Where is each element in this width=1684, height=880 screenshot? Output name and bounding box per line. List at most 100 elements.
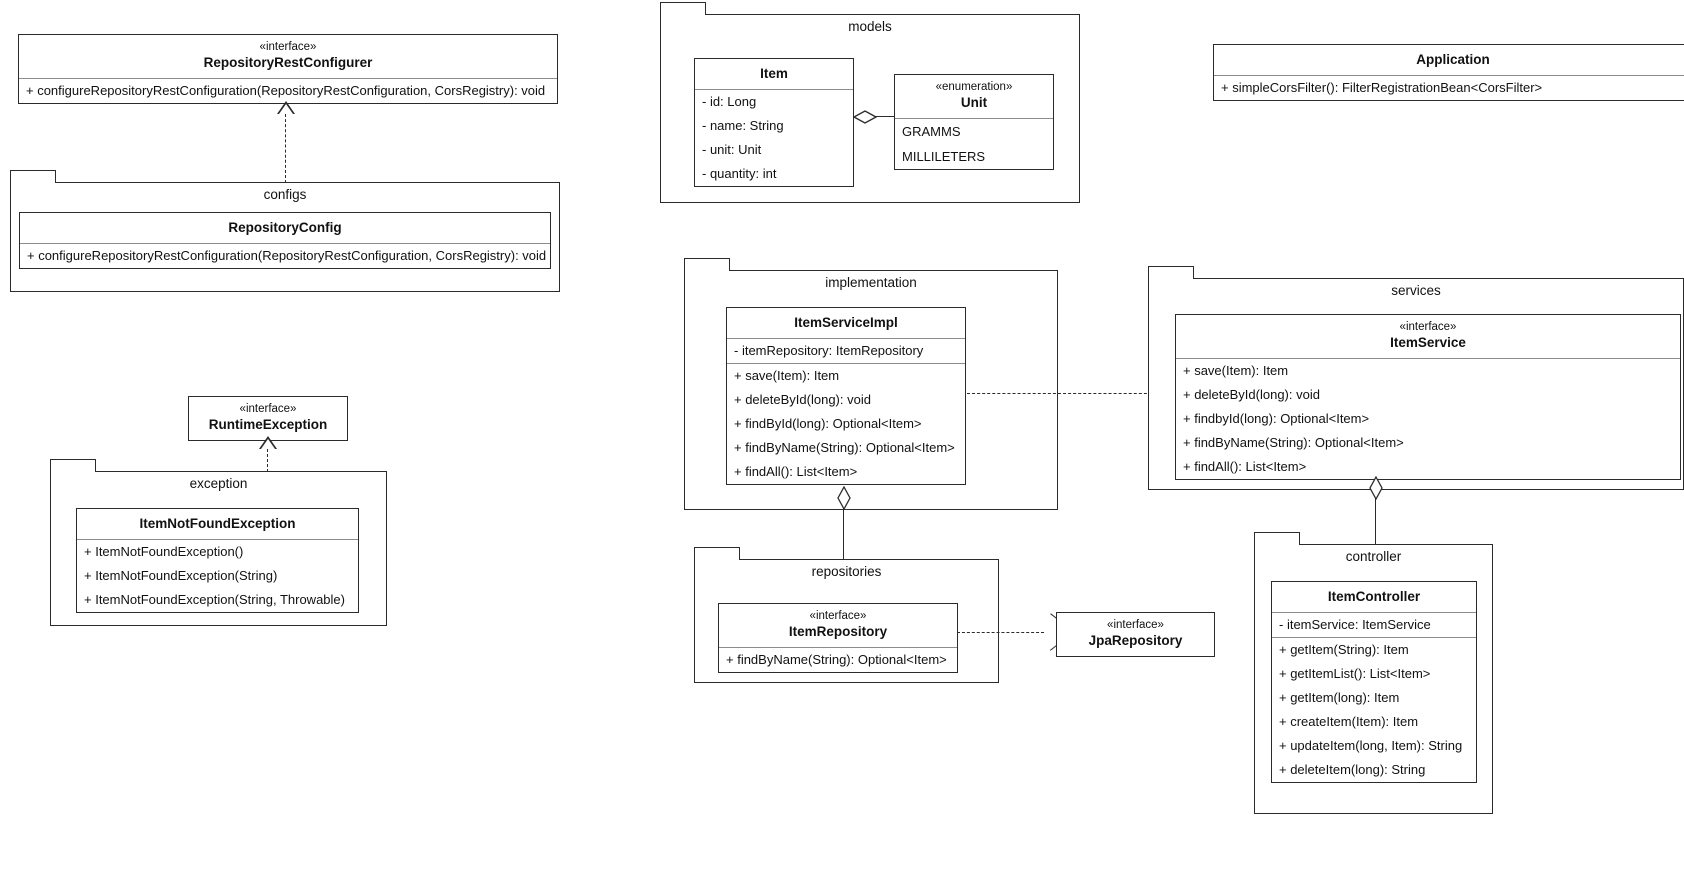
class-item[interactable]: Item - id: Long - name: String - unit: U… bbox=[694, 58, 854, 187]
attribute-row: - itemRepository: ItemRepository bbox=[734, 343, 924, 358]
class-item-controller[interactable]: ItemController - itemService: ItemServic… bbox=[1271, 581, 1477, 783]
class-header: Item bbox=[695, 59, 853, 90]
operation-row: + getItem(String): Item bbox=[1279, 642, 1409, 657]
operation-row: + findByName(String): Optional<Item> bbox=[726, 652, 947, 667]
aggregation-line-item-unit bbox=[871, 116, 895, 118]
class-header: «interface» RepositoryRestConfigurer bbox=[19, 35, 557, 79]
operation-row: + deleteItem(long): String bbox=[1279, 762, 1426, 777]
operation-row: + save(Item): Item bbox=[1183, 363, 1289, 378]
class-item-not-found-exception[interactable]: ItemNotFoundException + ItemNotFoundExce… bbox=[76, 508, 359, 613]
package-tab-icon bbox=[693, 547, 740, 560]
operation-row: + deleteById(long): void bbox=[1183, 387, 1320, 402]
class-item-service[interactable]: «interface» ItemService + save(Item): It… bbox=[1175, 314, 1681, 480]
operation-row: + simpleCorsFilter(): FilterRegistration… bbox=[1221, 80, 1543, 95]
class-item-repository[interactable]: «interface» ItemRepository + findByName(… bbox=[718, 603, 958, 673]
enum-literal-row: GRAMMS bbox=[902, 124, 961, 139]
class-header: «interface» ItemService bbox=[1176, 315, 1680, 359]
package-label: repositories bbox=[811, 564, 882, 579]
package-label: configs bbox=[263, 187, 307, 202]
operation-row: + findByName(String): Optional<Item> bbox=[1183, 435, 1404, 450]
operation-row: + updateItem(long, Item): String bbox=[1279, 738, 1463, 753]
operations-compartment: + getItem(String): Item + getItemList():… bbox=[1272, 637, 1476, 782]
class-name-label: ItemNotFoundException bbox=[139, 516, 296, 531]
class-name-label: ItemService bbox=[1390, 335, 1466, 350]
realization-line-itemrepository-jparepository bbox=[957, 632, 1044, 633]
operation-row: + deleteById(long): void bbox=[734, 392, 871, 407]
class-jpa-repository[interactable]: «interface» JpaRepository bbox=[1056, 612, 1215, 657]
package-label: services bbox=[1391, 283, 1441, 298]
enumeration-unit[interactable]: «enumeration» Unit GRAMMS MILLILETERS bbox=[894, 74, 1054, 170]
aggregation-line-itemserviceimpl-itemrepository bbox=[843, 508, 845, 602]
package-tab-icon bbox=[49, 459, 96, 472]
operation-row: + ItemNotFoundException(String) bbox=[84, 568, 278, 583]
package-controller[interactable]: controller ItemController - itemService:… bbox=[1253, 532, 1493, 814]
operation-row: + getItem(long): Item bbox=[1279, 690, 1400, 705]
class-header: ItemController bbox=[1272, 582, 1476, 613]
operation-row: + getItemList(): List<Item> bbox=[1279, 666, 1431, 681]
operations-compartment: + findByName(String): Optional<Item> bbox=[719, 648, 957, 672]
realization-line-itemserviceimpl-itemservice bbox=[967, 393, 1157, 394]
package-tab-icon bbox=[1147, 266, 1194, 279]
stereotype-label: «enumeration» bbox=[935, 81, 1013, 93]
class-repository-config[interactable]: RepositoryConfig + configureRepositoryRe… bbox=[19, 212, 551, 269]
package-services[interactable]: services «interface» ItemService + save(… bbox=[1147, 266, 1684, 490]
attributes-compartment: - id: Long - name: String - unit: Unit -… bbox=[695, 90, 853, 186]
realization-line-repositoryconfig bbox=[285, 114, 286, 234]
operations-compartment: + simpleCorsFilter(): FilterRegistration… bbox=[1214, 76, 1684, 100]
operation-row: + ItemNotFoundException() bbox=[84, 544, 244, 559]
attribute-row: - id: Long bbox=[702, 94, 757, 109]
operations-compartment: + ItemNotFoundException() + ItemNotFound… bbox=[77, 540, 358, 612]
operation-row: + createItem(Item): Item bbox=[1279, 714, 1419, 729]
operations-compartment: + configureRepositoryRestConfiguration(R… bbox=[19, 79, 557, 103]
class-header: «interface» ItemRepository bbox=[719, 604, 957, 648]
stereotype-label: «interface» bbox=[809, 610, 867, 622]
package-tab-icon bbox=[1253, 532, 1300, 545]
package-repositories[interactable]: repositories «interface» ItemRepository … bbox=[693, 547, 999, 683]
package-label: models bbox=[848, 19, 892, 34]
package-tab-icon bbox=[683, 258, 730, 271]
operation-row: + ItemNotFoundException(String, Throwabl… bbox=[84, 592, 345, 607]
aggregation-diamond-itemserviceimpl bbox=[832, 486, 854, 510]
class-header: ItemServiceImpl bbox=[727, 308, 965, 339]
package-configs[interactable]: configs RepositoryConfig + configureRepo… bbox=[9, 170, 560, 292]
class-header: «enumeration» Unit bbox=[895, 75, 1053, 119]
class-name-label: RepositoryRestConfigurer bbox=[203, 55, 373, 70]
operations-compartment: + save(Item): Item + deleteById(long): v… bbox=[727, 363, 965, 484]
operation-row: + findAll(): List<Item> bbox=[734, 464, 858, 479]
operations-compartment: + save(Item): Item + deleteById(long): v… bbox=[1176, 359, 1680, 479]
package-label: implementation bbox=[825, 275, 917, 290]
attribute-row: - unit: Unit bbox=[702, 142, 762, 157]
class-name-label: Unit bbox=[960, 95, 988, 110]
class-header: RepositoryConfig bbox=[20, 213, 550, 244]
attribute-row: - quantity: int bbox=[702, 166, 777, 181]
class-name-label: RuntimeException bbox=[208, 417, 328, 432]
package-implementation[interactable]: implementation ItemServiceImpl - itemRep… bbox=[683, 258, 1058, 510]
operation-row: + findById(long): Optional<Item> bbox=[734, 416, 922, 431]
class-repository-rest-configurer[interactable]: «interface» RepositoryRestConfigurer + c… bbox=[18, 34, 558, 104]
attributes-compartment: - itemRepository: ItemRepository bbox=[727, 339, 965, 363]
class-item-service-impl[interactable]: ItemServiceImpl - itemRepository: ItemRe… bbox=[726, 307, 966, 485]
class-name-label: ItemController bbox=[1327, 589, 1421, 604]
class-name-label: Application bbox=[1416, 52, 1490, 67]
enum-literal-row: MILLILETERS bbox=[902, 149, 986, 164]
class-name-label: RepositoryConfig bbox=[228, 220, 342, 235]
package-exception[interactable]: exception ItemNotFoundException + ItemNo… bbox=[49, 459, 387, 626]
package-label: exception bbox=[189, 476, 248, 491]
class-header: ItemNotFoundException bbox=[77, 509, 358, 540]
stereotype-label: «interface» bbox=[259, 41, 317, 53]
class-runtime-exception[interactable]: «interface» RuntimeException bbox=[188, 396, 348, 441]
class-name-label: Item bbox=[760, 66, 788, 81]
operation-row: + configureRepositoryRestConfiguration(R… bbox=[26, 83, 546, 98]
class-header: «interface» RuntimeException bbox=[189, 397, 347, 440]
package-label: controller bbox=[1345, 549, 1402, 564]
operation-row: + findAll(): List<Item> bbox=[1183, 459, 1307, 474]
class-header: «interface» JpaRepository bbox=[1057, 613, 1214, 656]
stereotype-label: «interface» bbox=[239, 403, 297, 415]
package-models[interactable]: models Item - id: Long - name: String - … bbox=[659, 2, 1080, 203]
class-name-label: ItemServiceImpl bbox=[794, 315, 898, 330]
operation-row: + configureRepositoryRestConfiguration(R… bbox=[27, 248, 547, 263]
attribute-row: - itemService: ItemService bbox=[1279, 617, 1431, 632]
class-application[interactable]: Application + simpleCorsFilter(): Filter… bbox=[1213, 44, 1684, 101]
aggregation-diamond-item bbox=[853, 110, 877, 124]
